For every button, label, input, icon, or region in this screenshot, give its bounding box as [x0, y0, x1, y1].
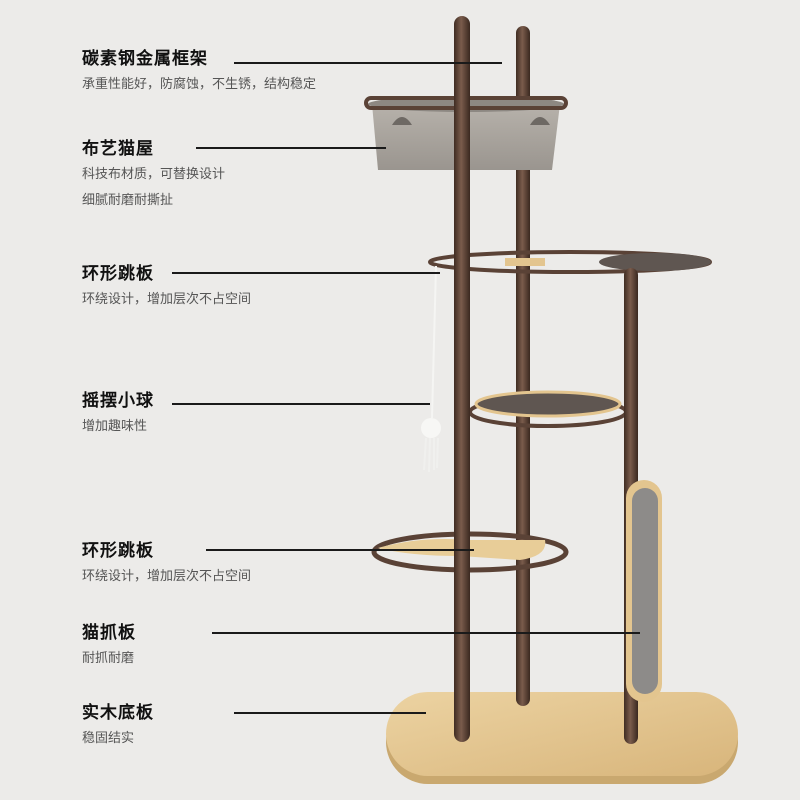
- callout-cat-house: 布艺猫屋 科技布材质，可替换设计 细腻耐磨耐撕扯: [82, 138, 225, 210]
- leader-line-ring-board-bottom: [206, 549, 474, 551]
- leader-line-ring-board-top: [172, 272, 440, 274]
- callout-desc: 环绕设计，增加层次不占空间: [82, 292, 252, 307]
- callout-desc: 环绕设计，增加层次不占空间: [82, 569, 252, 584]
- scratch-board-shape: [626, 480, 662, 702]
- callout-desc: 承重性能好，防腐蚀，不生锈，结构稳定: [82, 77, 317, 92]
- callout-desc: 稳固结实: [82, 731, 135, 746]
- callout-title: 猫抓板: [82, 623, 136, 643]
- callout-desc: 耐抓耐磨: [82, 651, 135, 666]
- callout-title: 布艺猫屋: [82, 139, 154, 159]
- callout-desc: 细腻耐磨耐撕扯: [82, 193, 174, 208]
- wood-base-shape: [386, 692, 738, 784]
- callout-ring-board-top: 环形跳板 环绕设计，增加层次不占空间: [82, 263, 251, 309]
- round-platform: [468, 390, 628, 428]
- swing-ball-shape: [421, 265, 441, 473]
- callout-scratch-board: 猫抓板 耐抓耐磨: [82, 622, 136, 668]
- callout-title: 环形跳板: [82, 264, 154, 284]
- pole-front: [454, 16, 470, 742]
- callout-title: 摇摆小球: [82, 391, 154, 411]
- callout-title: 实木底板: [82, 703, 154, 723]
- callout-desc: 增加趣味性: [82, 419, 148, 434]
- leader-line-wood-base: [234, 712, 426, 714]
- leader-line-frame: [234, 62, 502, 64]
- ring-board-top-shape: [428, 250, 712, 274]
- callout-ring-board-bottom: 环形跳板 环绕设计，增加层次不占空间: [82, 540, 251, 586]
- callout-title: 环形跳板: [82, 541, 154, 561]
- leader-line-scratch-board: [212, 632, 640, 634]
- callout-swing-ball: 摇摆小球 增加趣味性: [82, 390, 154, 436]
- leader-line-cat-house: [196, 147, 386, 149]
- callout-wood-base: 实木底板 稳固结实: [82, 702, 154, 748]
- callout-frame: 碳素钢金属框架 承重性能好，防腐蚀，不生锈，结构稳定: [82, 48, 316, 94]
- callout-title: 碳素钢金属框架: [82, 49, 208, 69]
- leader-line-swing-ball: [172, 403, 430, 405]
- callout-desc: 科技布材质，可替换设计: [82, 167, 226, 182]
